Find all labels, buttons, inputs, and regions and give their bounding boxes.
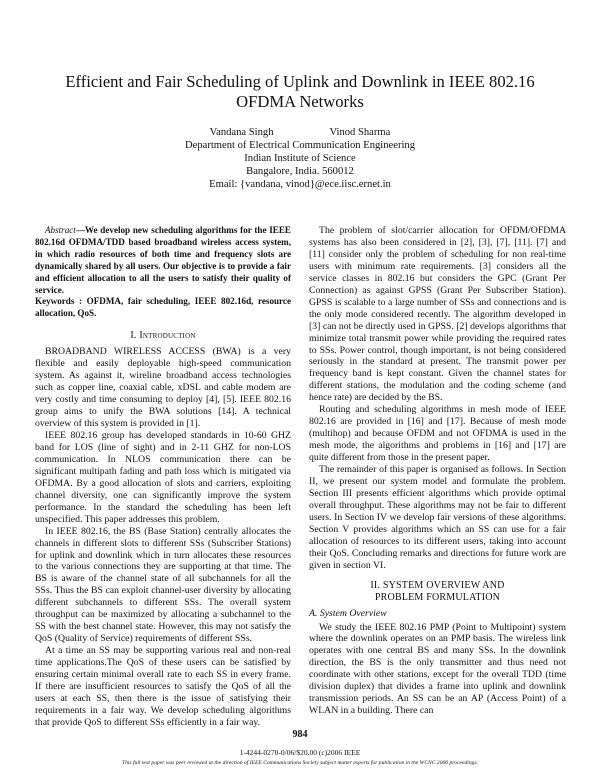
author-block: Vandana Singh Vinod Sharma Department of … [0, 126, 600, 191]
copyright-line: 1-4244-0270-0/06/$20.00 (c)2006 IEEE [239, 748, 361, 757]
paragraph: We study the IEEE 802.16 PMP (Point to M… [309, 621, 566, 717]
author-names: Vandana Singh Vinod Sharma [0, 126, 600, 139]
author-name: Vandana Singh [209, 127, 274, 138]
abstract-text: —We develop new scheduling algorithms fo… [35, 225, 291, 295]
section-heading-system-overview: II. SYSTEM OVERVIEW AND PROBLEM FORMULAT… [370, 579, 505, 603]
review-note: This full text paper was peer reviewed a… [121, 760, 479, 766]
author-city: Bangalore, India. 560012 [246, 166, 354, 177]
abstract-label: Abstract [45, 225, 76, 235]
left-column: Abstract—We develop new scheduling algor… [35, 225, 291, 729]
paper-title: Efficient and Fair Scheduling of Uplink … [0, 72, 600, 112]
paragraph: BROADBAND WIRELESS ACCESS (BWA) is a ver… [35, 346, 291, 430]
author-name: Vinod Sharma [329, 127, 391, 138]
keywords: Keywords : OFDMA, fair scheduling, IEEE … [35, 296, 291, 319]
page-number: 984 [292, 729, 308, 740]
paragraph: The problem of slot/carrier allocation f… [309, 225, 566, 404]
author-email: Email: {vandana, vinod}@ece.iisc.ernet.i… [209, 179, 391, 190]
subsection-heading: A. System Overview [309, 607, 387, 619]
title-line-1: Efficient and Fair Scheduling of Uplink … [65, 72, 535, 91]
author-institute: Indian Institute of Science [244, 153, 356, 164]
title-line-2: OFDMA Networks [236, 92, 364, 111]
abstract: Abstract—We develop new scheduling algor… [35, 225, 291, 296]
paragraph: The remainder of this paper is organised… [309, 464, 566, 571]
paragraph: At a time an SS may be supporting variou… [35, 645, 291, 728]
paragraph: IEEE 802.16 group has developed standard… [35, 429, 291, 525]
paragraph: In IEEE 802.16, the BS (Base Station) ce… [35, 525, 291, 645]
section-heading-introduction: I. Introduction [130, 330, 196, 342]
author-department: Department of Electrical Communication E… [184, 140, 416, 151]
right-column: The problem of slot/carrier allocation f… [309, 225, 566, 717]
paragraph: Routing and scheduling algorithms in mes… [309, 404, 566, 464]
